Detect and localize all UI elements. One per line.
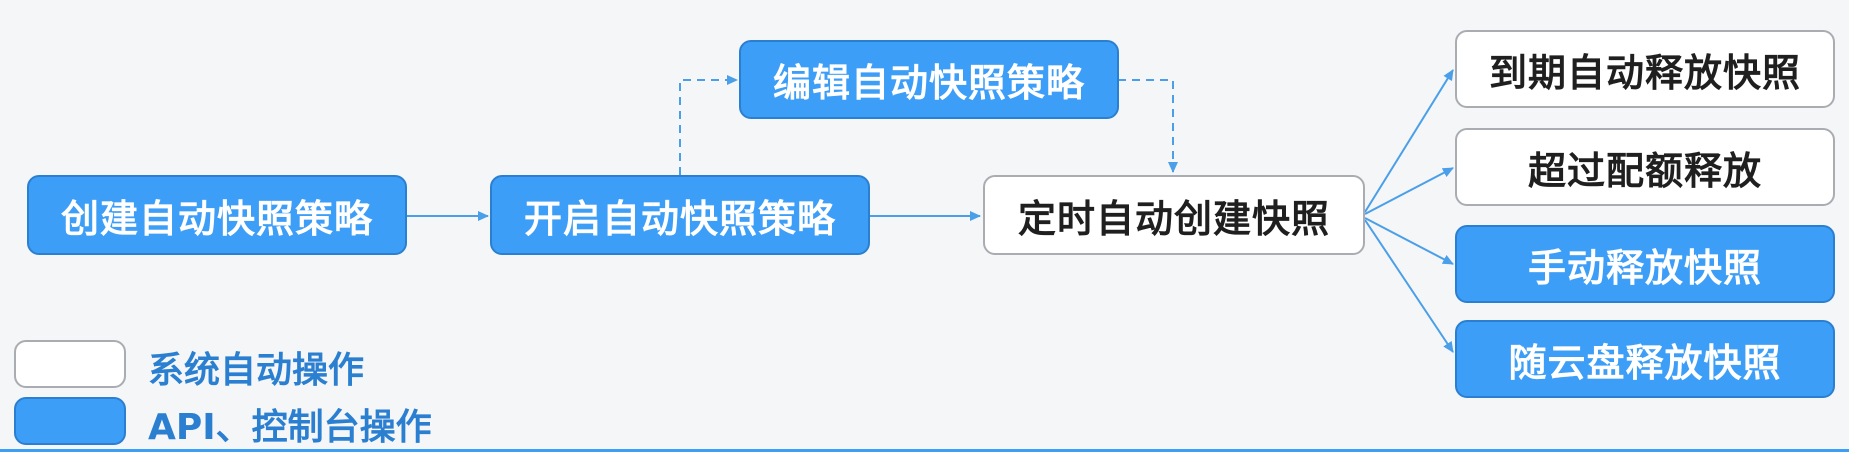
bottom-rule [0,449,1849,452]
node-manual-release-label: 手动释放快照 [1527,245,1762,290]
node-scheduled-create-label: 定时自动创建快照 [1017,196,1330,241]
node-disk-release: 随云盘释放快照 [1455,320,1835,398]
node-edit-policy: 编辑自动快照策略 [739,40,1119,119]
edge-scheduled-to-manual [1364,217,1454,265]
node-disk-release-label: 随云盘释放快照 [1508,340,1782,385]
legend-api-swatch [14,397,126,445]
node-enable-policy: 开启自动快照策略 [490,175,870,255]
edge-enable-to-edit [679,75,738,175]
edge-scheduled-to-expire [1364,69,1454,213]
node-expire-release: 到期自动释放快照 [1455,30,1835,108]
node-quota-release: 超过配额释放 [1455,128,1835,206]
legend-system-swatch [14,340,126,388]
node-create-policy: 创建自动快照策略 [27,175,407,255]
legend-api-label: API、控制台操作 [148,407,432,448]
edge-scheduled-to-disk [1364,219,1454,353]
node-enable-policy-label: 开启自动快照策略 [523,196,836,241]
node-expire-release-label: 到期自动释放快照 [1488,50,1801,95]
node-scheduled-create: 定时自动创建快照 [983,175,1365,255]
edge-scheduled-to-quota [1364,167,1454,215]
node-manual-release: 手动释放快照 [1455,225,1835,303]
node-quota-release-label: 超过配额释放 [1527,148,1762,193]
edge-edit-to-scheduled [1118,79,1178,173]
node-edit-policy-label: 编辑自动快照策略 [772,61,1085,105]
legend-system-label: 系统自动操作 [148,350,365,391]
node-create-policy-label: 创建自动快照策略 [60,196,373,241]
